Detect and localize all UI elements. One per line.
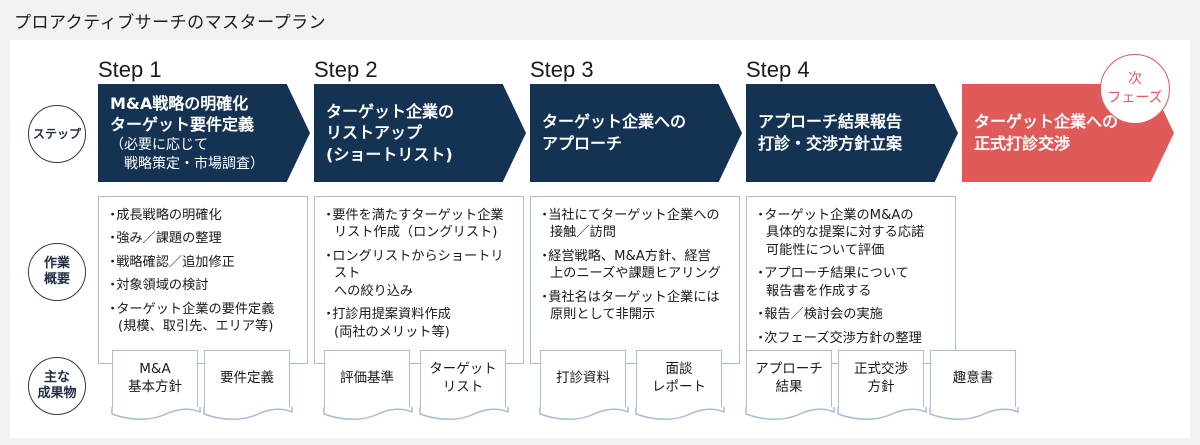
deliverable-doc: アプローチ 結果	[745, 350, 835, 420]
deliverable-doc: 要件定義	[203, 350, 293, 420]
step-1-arrow-title: M&A戦略の明確化 ターゲット要件定義	[110, 93, 255, 135]
row-label-deliverables: 主な 成果物	[28, 357, 86, 415]
work-item: 要件を満たすターゲット企業 リスト作成（ロングリスト)	[325, 207, 515, 242]
step-2-arrow-title: ターゲット企業の リストアップ (ショートリスト)	[326, 101, 455, 164]
work-item: 報告／検討会の実施	[757, 306, 947, 323]
deliverable-doc: 評価基準	[323, 350, 413, 420]
deliverable-doc: 正式交渉 方針	[837, 350, 927, 420]
step-1-arrow-note: （必要に応じて 戦略策定・市場調査）	[110, 136, 264, 172]
row-label-work: 作業 概要	[28, 243, 86, 301]
step-2-arrow: ターゲット企業の リストアップ (ショートリスト)	[314, 84, 526, 182]
work-item: ターゲット企業のM&Aの 具体的な提案に対する応諾 可能性について評価	[757, 207, 947, 259]
deliverable-label: 評価基準	[340, 369, 394, 386]
work-item: 経営戦略、M&A方針、経営 上のニーズや課題ヒアリング	[541, 248, 731, 283]
step-1-arrow: M&A戦略の明確化 ターゲット要件定義 （必要に応じて 戦略策定・市場調査）	[98, 84, 310, 182]
deliverable-label: ターゲット リスト	[429, 360, 497, 395]
work-item: アプローチ結果について 報告書を作成する	[757, 265, 947, 300]
next-phase-arrow-title: ターゲット企業への 正式打診交渉	[974, 112, 1119, 153]
work-item: 次フェーズ交渉方針の整理	[757, 330, 947, 347]
deliverable-label: 打診資料	[556, 369, 610, 386]
deliverable-label: M&A 基本方針	[128, 360, 182, 395]
deliverable-label: 趣意書	[952, 369, 994, 386]
work-item: ロングリストからショートリスト への絞り込み	[325, 248, 515, 300]
deliverable-label: 正式交渉 方針	[854, 360, 908, 395]
deliverable-doc: M&A 基本方針	[111, 350, 201, 420]
work-item: 打診用提案資料作成 (両社のメリット等)	[325, 306, 515, 341]
deliverable-doc: 打診資料	[539, 350, 629, 420]
step-3-label: Step 3	[530, 57, 594, 82]
step-4-arrow: アプローチ結果報告 打診・交渉方針立案	[746, 84, 958, 182]
step-2-label: Step 2	[314, 57, 378, 82]
next-phase-badge: 次 フェーズ	[1100, 54, 1170, 124]
step-1-work-box: 成長戦略の明確化 強み／課題の整理 戦略確認／追加修正 対象領域の検討 ターゲッ…	[98, 196, 308, 364]
deliverable-doc: 面談 レポート	[635, 350, 725, 420]
work-item: 戦略確認／追加修正	[109, 254, 299, 271]
step-3-arrow: ターゲット企業への アプローチ	[530, 84, 742, 182]
deliverable-label: 要件定義	[220, 369, 274, 386]
work-item: 当社にてターゲット企業への 接触／訪問	[541, 207, 731, 242]
step-1-label: Step 1	[98, 57, 162, 82]
page-title: プロアクティブサーチのマスタープラン	[14, 13, 327, 33]
deliverable-label: アプローチ 結果	[755, 360, 823, 395]
work-item: 強み／課題の整理	[109, 230, 299, 247]
step-4-label: Step 4	[746, 57, 810, 82]
step-2-work-box: 要件を満たすターゲット企業 リスト作成（ロングリスト) ロングリストからショート…	[314, 196, 524, 364]
step-4-arrow-title: アプローチ結果報告 打診・交渉方針立案	[758, 112, 903, 153]
work-item: ターゲット企業の要件定義 (規模、取引先、エリア等)	[109, 301, 299, 336]
work-item: 貴社名はターゲット企業には 原則として非開示	[541, 289, 731, 324]
work-item: 成長戦略の明確化	[109, 207, 299, 224]
deliverable-doc: ターゲット リスト	[419, 350, 509, 420]
deliverable-doc: 趣意書	[929, 350, 1019, 420]
work-item: 対象領域の検討	[109, 277, 299, 294]
row-label-step: ステップ	[28, 105, 86, 163]
step-3-arrow-title: ターゲット企業への アプローチ	[542, 112, 687, 153]
step-4-work-box: ターゲット企業のM&Aの 具体的な提案に対する応諾 可能性について評価 アプロー…	[746, 196, 956, 364]
deliverable-label: 面談 レポート	[652, 360, 706, 395]
step-3-work-box: 当社にてターゲット企業への 接触／訪問 経営戦略、M&A方針、経営 上のニーズや…	[530, 196, 740, 364]
